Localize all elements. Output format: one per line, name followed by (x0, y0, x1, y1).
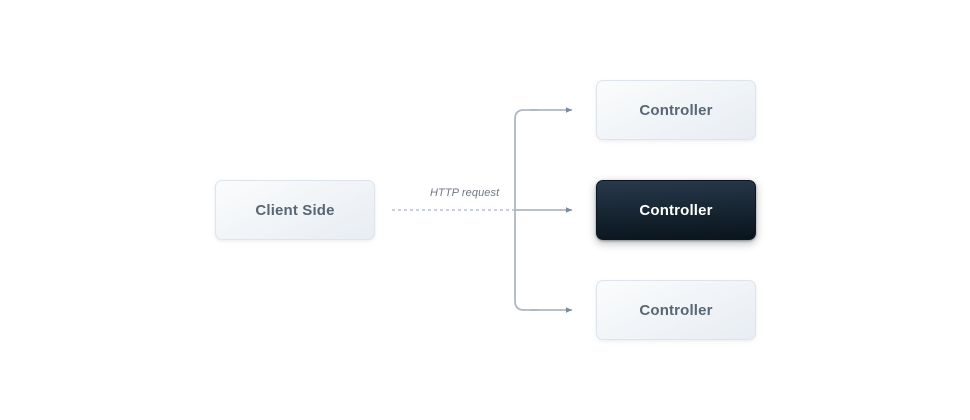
node-controller-top-label: Controller (639, 101, 713, 119)
edge-branch-trunk (514, 109, 539, 311)
edge-label-http-request: HTTP request (430, 187, 500, 199)
node-controller-top[interactable]: Controller (596, 80, 756, 140)
node-controller-bottom-label: Controller (639, 301, 713, 319)
node-controller-bottom[interactable]: Controller (596, 280, 756, 340)
node-client-side-label: Client Side (255, 201, 335, 219)
node-client-side[interactable]: Client Side (215, 180, 375, 240)
node-controller-active[interactable]: Controller (596, 180, 756, 240)
node-controller-active-label: Controller (639, 201, 713, 219)
